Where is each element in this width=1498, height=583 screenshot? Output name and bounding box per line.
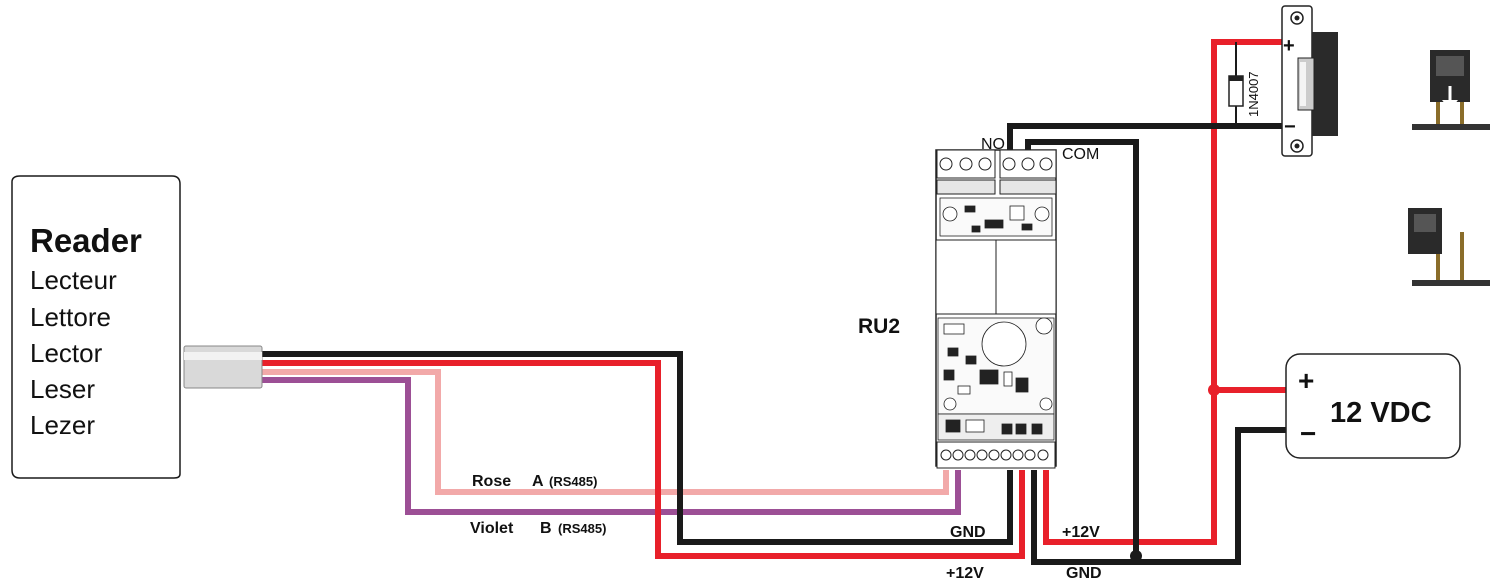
jumper-open-icon — [1408, 208, 1490, 286]
red-reader-12v-wire — [262, 360, 1025, 559]
diode-band — [1229, 76, 1243, 81]
lock-body — [1312, 32, 1338, 136]
relay-com-label: COM — [1062, 146, 1099, 163]
junction-dot-black — [1130, 550, 1142, 562]
reader-name-1: Lecteur — [30, 265, 117, 295]
upper-electronics — [939, 197, 1053, 237]
lower-electronics — [937, 317, 1055, 415]
violet-wire-bus: (RS485) — [558, 521, 606, 536]
rose-a-wire — [262, 369, 949, 495]
rose-wire-bus: (RS485) — [549, 474, 597, 489]
wires — [262, 39, 1290, 565]
lock-screw-bottom-center — [1294, 143, 1300, 149]
jumper-closed-icon — [1412, 50, 1490, 130]
black-no-wire — [1007, 123, 1288, 160]
gnd-right-label: GND — [1066, 565, 1102, 582]
bottom-terminal-block — [936, 441, 1056, 469]
rose-wire-signal: A — [532, 473, 544, 490]
wire-labels: Rose A (RS485) Violet B (RS485) GND +12V… — [470, 473, 1102, 582]
psu-box — [1285, 353, 1461, 459]
electric-lock: + − — [1281, 5, 1338, 157]
junction-dot-red — [1208, 384, 1220, 396]
reader-body — [11, 175, 181, 479]
plus12v-right-label: +12V — [1062, 524, 1100, 541]
rose-wire-name: Rose — [472, 473, 511, 490]
lock-screw-top-center — [1294, 15, 1300, 21]
red-lock-plus-wire — [1211, 39, 1288, 390]
psu-voltage-label: 12 VDC — [1330, 397, 1432, 429]
reader: Reader Lecteur Lettore Lector Leser Leze… — [11, 175, 263, 479]
lock-minus-label: − — [1284, 116, 1296, 138]
reader-name-4: Leser — [30, 374, 95, 404]
black-module-gnd-wire — [1031, 427, 1290, 565]
reader-name-2: Lettore — [30, 302, 111, 332]
module-label: RU2 — [858, 315, 900, 338]
gnd-left-label: GND — [950, 524, 986, 541]
plus12v-left-label: +12V — [946, 565, 984, 582]
reader-cable-highlight — [184, 352, 262, 360]
lock-plus-label: + — [1283, 35, 1295, 57]
violet-wire-name: Violet — [470, 520, 514, 537]
reader-name-3: Lector — [30, 338, 103, 368]
relays — [935, 239, 1057, 315]
psu-minus-label: − — [1300, 418, 1316, 449]
reader-name-5: Lezer — [30, 410, 95, 440]
relay-no-label: NO — [981, 136, 1005, 153]
red-module-12v-wire — [1043, 387, 1290, 545]
diode-label: 1N4007 — [1246, 71, 1261, 117]
reader-title: Reader — [30, 222, 142, 259]
violet-wire-signal: B — [540, 520, 552, 537]
violet-b-wire — [262, 377, 961, 515]
power-supply: + − 12 VDC — [1285, 353, 1461, 459]
ru2-module: RU2 — [858, 136, 1099, 469]
lock-latch-highlight — [1300, 62, 1306, 106]
top-terminal-block — [936, 149, 1057, 195]
jumper-strip — [937, 413, 1055, 441]
psu-plus-label: + — [1298, 365, 1314, 396]
black-reader-gnd-wire — [262, 351, 1013, 545]
diode: 1N4007 — [1228, 71, 1261, 117]
